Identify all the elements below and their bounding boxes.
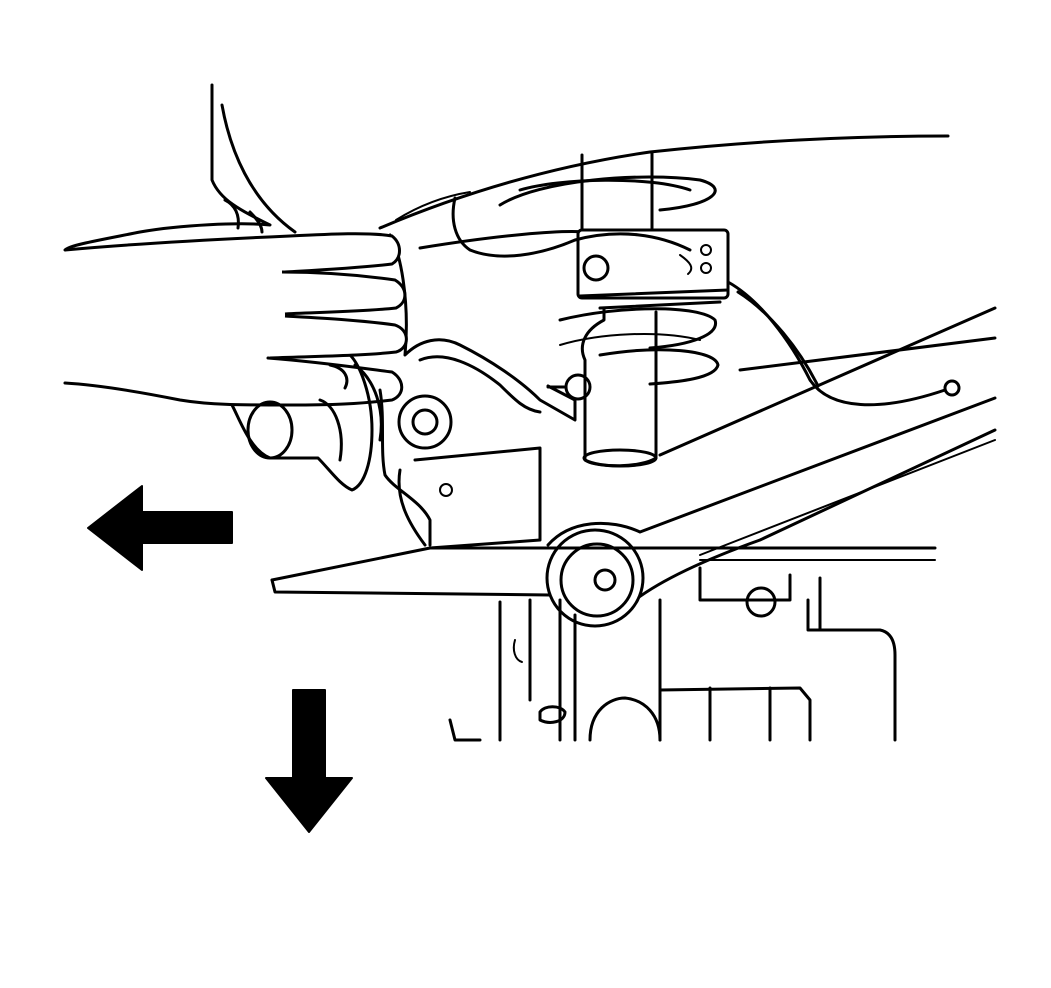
support-plate xyxy=(270,546,937,597)
knuckle-hub xyxy=(378,233,577,550)
down-arrow-icon xyxy=(265,689,353,833)
brake-hose xyxy=(451,196,961,407)
left-arrow-icon xyxy=(87,485,233,571)
strut-assembly xyxy=(546,150,730,468)
trailing-arm xyxy=(546,306,997,602)
vehicle-body-panel xyxy=(378,134,950,250)
brake-drum xyxy=(230,353,383,492)
trailing-arm-bushing xyxy=(545,528,645,628)
mechanic-hand xyxy=(63,83,408,407)
coil-spring xyxy=(498,175,720,386)
support-stand xyxy=(448,566,897,742)
